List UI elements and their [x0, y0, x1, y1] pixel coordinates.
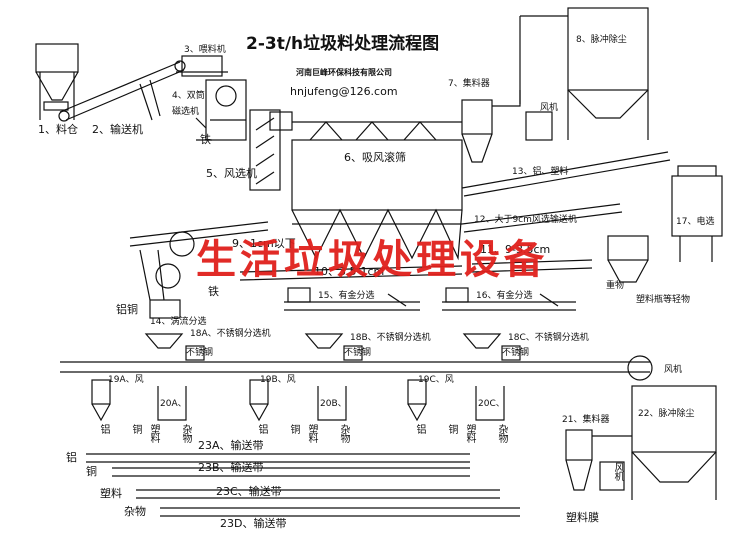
label-belt-11: 11、9-3.5cm: [480, 243, 551, 256]
label-vert-cu-a: 铜: [130, 424, 141, 433]
output-belts-23: [86, 453, 520, 517]
hopper-1: [35, 43, 79, 120]
label-output-copper: 铜: [86, 465, 97, 478]
label-unit-19c: 19C、风: [418, 375, 454, 385]
label-hopper: 1、料仓: [38, 123, 78, 136]
label-metal-15: 15、有金分选: [318, 291, 375, 301]
label-unit-20b: 20B、: [320, 399, 347, 409]
label-fan-21: 风机: [612, 462, 623, 480]
label-output-misc: 杂物: [124, 505, 146, 518]
diagram-title: 2-3t/h垃圾料处理流程图: [246, 34, 440, 54]
label-collector-21: 21、集料器: [562, 415, 610, 425]
belt-12: [461, 203, 623, 233]
label-dust-collector-8: 8、脉冲除尘: [576, 35, 627, 45]
label-belt-23c: 23C、输送带: [216, 485, 282, 498]
label-metal-16: 16、有金分选: [476, 291, 533, 301]
label-vert-cu-b: 铜: [288, 424, 299, 433]
label-fan-22: 风机: [664, 365, 683, 375]
label-steel-b: 不锈钢: [344, 348, 372, 358]
label-belt-12: 12、大于9cm风选输送机: [474, 215, 577, 225]
label-vert-al-a: 铝: [98, 424, 109, 433]
label-output-plastic: 塑料: [100, 487, 122, 500]
label-vert-pl-a: 塑料: [148, 424, 159, 442]
label-vert-mi-a: 杂物: [180, 424, 191, 442]
watermark-text: 生活垃圾处理设备: [196, 236, 548, 283]
bin-heavy-light: [607, 235, 649, 283]
belt-11: [471, 259, 593, 273]
label-unit-19b: 19B、风: [260, 375, 296, 385]
belt-10: [239, 265, 463, 281]
label-vert-mi-c: 杂物: [496, 424, 507, 442]
dust-collector-22: [627, 355, 717, 500]
metal-separator-15: [284, 287, 420, 311]
label-iron-2: 铁: [208, 285, 219, 298]
label-collector-7: 7、集料器: [448, 79, 490, 89]
label-conveyor-9: 9、1cm以下: [232, 237, 296, 250]
label-steel-18b: 18B、不锈钢分选机: [350, 333, 431, 343]
collector-7: [461, 90, 553, 163]
label-steel-c: 不锈钢: [502, 348, 530, 358]
air-separator-5: [249, 109, 293, 191]
label-belt-13: 13、铝、塑料: [512, 167, 569, 177]
label-unit-19a: 19A、风: [108, 375, 144, 385]
label-unit-20a: 20A、: [160, 399, 187, 409]
label-belt-10: 10、3.5-1cm: [314, 265, 385, 278]
label-plastic-film: 塑料膜: [566, 511, 599, 524]
label-unit-20c: 20C、: [478, 399, 505, 409]
label-steel-18c: 18C、不锈钢分选机: [508, 333, 589, 343]
label-steel-a: 不锈钢: [186, 348, 214, 358]
label-vert-al-c: 铝: [414, 424, 425, 433]
label-iron-1: 铁: [200, 133, 211, 146]
collector-21: [565, 429, 632, 491]
label-conveyor: 2、输送机: [92, 123, 143, 136]
label-dust-collector-22: 22、脉冲除尘: [638, 409, 695, 419]
label-separator-17: 17、电选: [676, 217, 715, 227]
label-plastic-bottle: 塑料瓶等轻物: [636, 295, 691, 305]
dust-collector-8: [519, 7, 649, 140]
label-trommel: 6、吸风滚筛: [344, 151, 406, 164]
company-name: 河南巨峰环保科技有限公司: [296, 68, 392, 77]
label-output-aluminum: 铝: [66, 451, 77, 464]
label-belt-23d: 23D、输送带: [220, 517, 287, 530]
label-vert-pl-c: 塑料: [464, 424, 475, 442]
label-feeder: 3、喂料机: [184, 45, 226, 55]
label-vert-al-b: 铝: [256, 424, 267, 433]
contact-email: hnjufeng@126.com: [290, 85, 398, 98]
separator-17: [671, 165, 723, 262]
label-vert-pl-b: 塑料: [306, 424, 317, 442]
label-fan-7: 风机: [540, 103, 559, 113]
label-steel-18a: 18A、不锈钢分选机: [190, 329, 271, 339]
label-vert-cu-c: 铜: [446, 424, 457, 433]
trommel-screen-6: [291, 121, 463, 261]
label-cuglass: 铝铜: [116, 303, 138, 316]
magnetic-separator-4: [195, 79, 247, 141]
feeder-3: [176, 55, 228, 77]
label-heavy: 重物: [606, 281, 625, 291]
label-vert-mi-b: 杂物: [338, 424, 349, 442]
label-separator-4a: 4、双筒: [172, 91, 205, 101]
main-duct: [60, 361, 650, 373]
units-19-20: [91, 379, 505, 422]
steel-separators-18: [144, 333, 521, 361]
conveyor-9: [129, 221, 269, 319]
belt-13: [461, 151, 671, 197]
label-air-separator: 5、风选机: [206, 167, 257, 180]
label-belt-23b: 23B、输送带: [198, 461, 264, 474]
label-belt-23a: 23A、输送带: [198, 439, 264, 452]
metal-separator-16: [442, 287, 576, 311]
conveyor-2: [58, 60, 186, 122]
label-eddy-14: 14、涡流分选: [150, 317, 207, 327]
label-separator-4b: 磁选机: [172, 107, 200, 117]
